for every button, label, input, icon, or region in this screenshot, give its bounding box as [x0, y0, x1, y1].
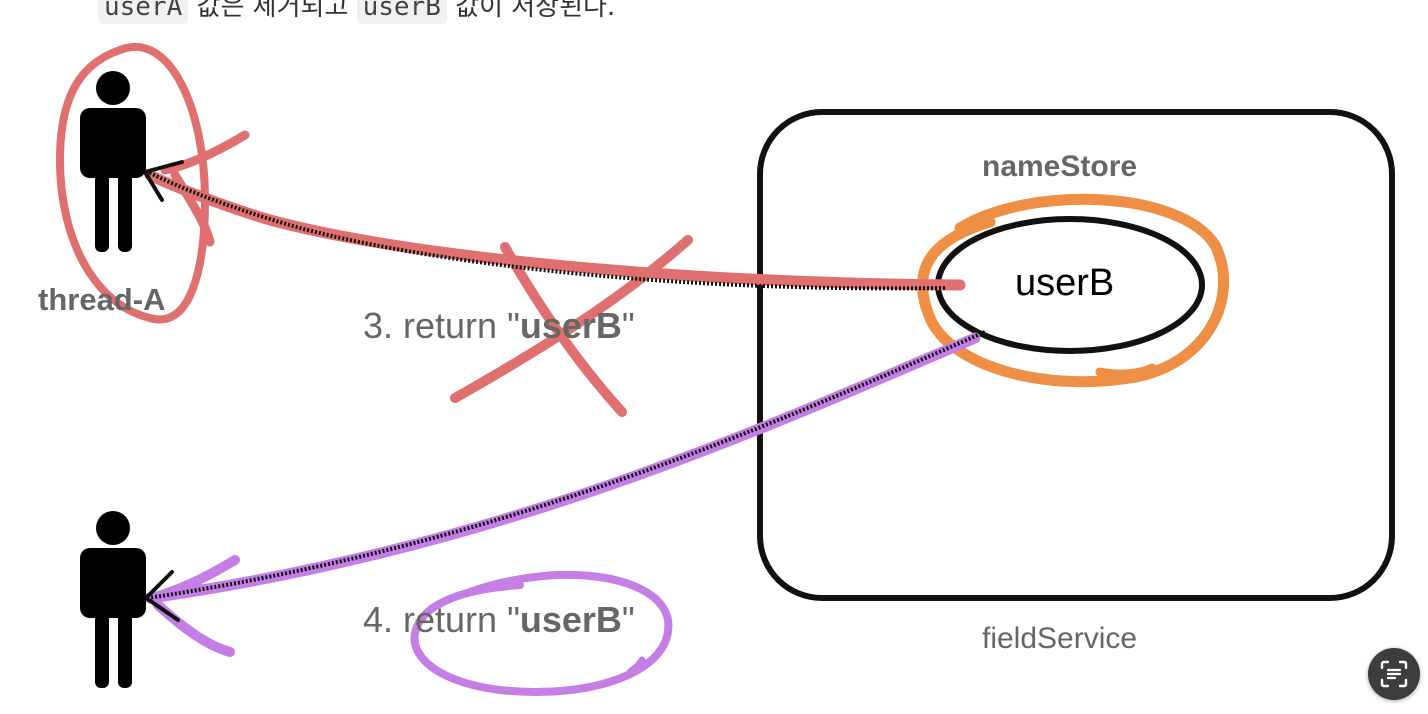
purple-arrow-line [144, 332, 981, 604]
step3-label: 3. return "userB" [363, 305, 635, 346]
return-arrow-step3 [147, 170, 946, 291]
step3-prefix: 3. return " [363, 305, 520, 346]
person-icon-thread-a [80, 71, 146, 252]
step3-suffix: " [622, 305, 635, 346]
text-scan-button[interactable] [1368, 648, 1420, 700]
return-arrow-step4 [147, 330, 986, 600]
field-service-label: fieldService [982, 622, 1137, 655]
code-user-a: userA [98, 0, 189, 24]
thread-a-label: thread-A [38, 282, 165, 317]
name-store-label: nameStore [982, 150, 1137, 183]
step4-suffix: " [622, 599, 635, 640]
step4-prefix: 4. return " [363, 599, 520, 640]
step4-value: userB [520, 599, 622, 640]
orange-hook [1095, 363, 1157, 379]
purple-arrow-head [147, 555, 240, 657]
red-circle-thread-a [55, 43, 210, 324]
purple-circle-tail [626, 656, 646, 676]
caption-line: userA 값은 제거되고 userB 값이 저장된다. [98, 0, 615, 26]
red-arrow-line [144, 169, 966, 291]
caption-text-b: 값이 저장된다. [446, 0, 616, 22]
name-store-value: userB [1015, 262, 1114, 304]
caption-text-a: 값은 제거되고 [188, 0, 357, 22]
person-icon-thread-b [80, 511, 146, 688]
field-service-box [757, 109, 1395, 601]
text-scan-icon [1380, 660, 1408, 688]
step4-label: 4. return "userB" [363, 599, 635, 640]
step3-value: userB [520, 305, 622, 346]
purple-circle-step4 [410, 570, 673, 696]
code-user-b: userB [356, 0, 447, 24]
red-cross-head [160, 130, 250, 247]
